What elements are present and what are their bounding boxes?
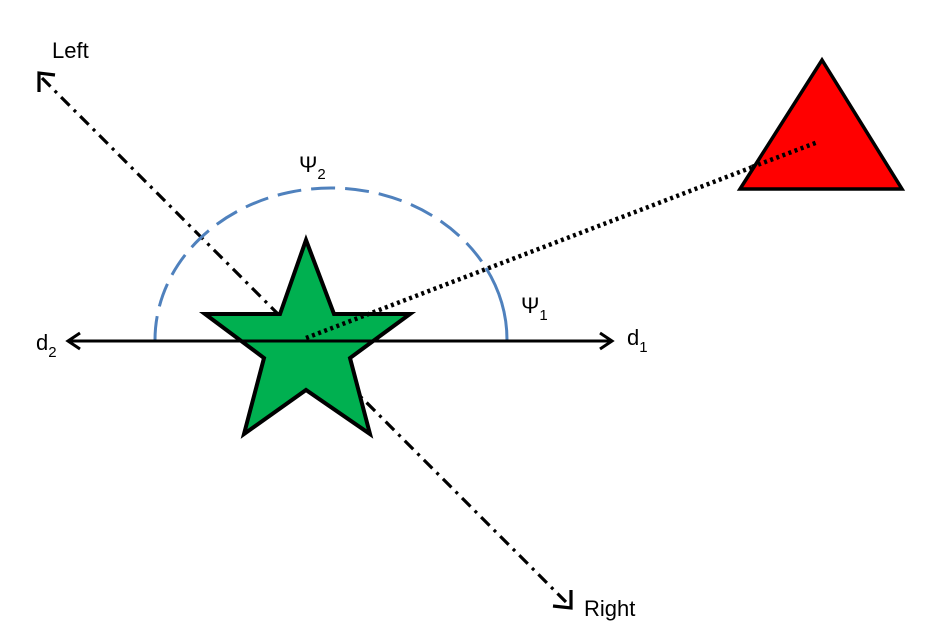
left-label: Left (52, 38, 89, 63)
psi2-label-sub: 2 (317, 166, 325, 183)
psi1-label: Ψ1 (521, 293, 548, 324)
target-direction-line-overlay (751, 139, 819, 170)
d2-label: d2 (36, 330, 57, 361)
d1-arrowhead (599, 331, 615, 351)
d1-label: d1 (627, 325, 648, 356)
psi1-label-base: Ψ (521, 293, 539, 318)
d1-label-base: d (627, 325, 639, 350)
d2-label-base: d (36, 330, 48, 355)
psi2-label-base: Ψ (299, 152, 317, 177)
right-label: Right (584, 596, 635, 621)
psi1-arc (484, 267, 509, 341)
d2-arrowhead (65, 331, 81, 351)
psi2-label: Ψ2 (299, 152, 326, 183)
psi2-arc (153, 186, 488, 341)
target-direction-line (305, 139, 819, 341)
left-arrowhead (37, 71, 56, 92)
right-arrowhead (552, 590, 573, 610)
triangle-shape (736, 56, 906, 191)
d2-label-sub: 2 (48, 344, 56, 361)
psi1-label-sub: 1 (539, 307, 547, 324)
d1-label-sub: 1 (639, 339, 647, 356)
